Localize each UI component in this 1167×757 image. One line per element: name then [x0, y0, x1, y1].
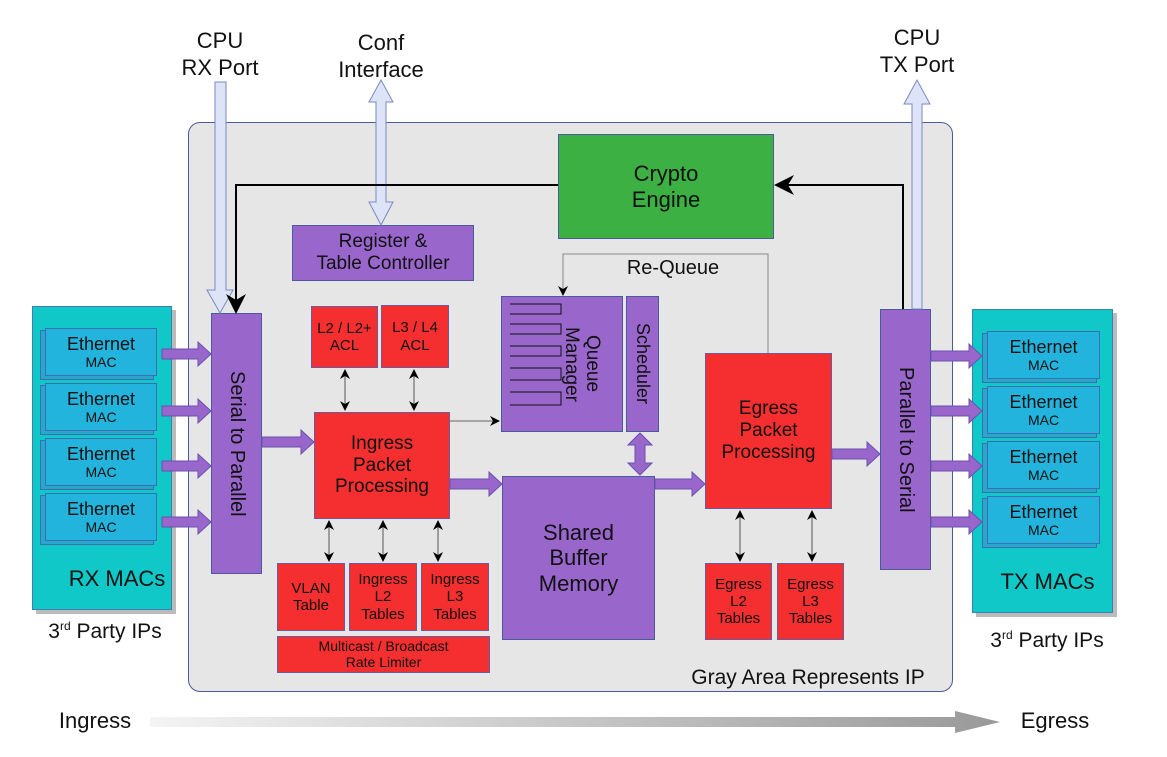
gray-area-note: Gray Area Represents IP [691, 666, 925, 689]
table-access-arrows [324, 369, 817, 562]
tx-third-party-label: 3rd Party IPs [990, 628, 1104, 652]
acl-l2-block: L2 / L2+ACL [311, 306, 378, 368]
cpu-rx-hollow-arrow-icon [206, 81, 234, 315]
purple-flow-arrows [161, 340, 983, 536]
conf-double-arrow-icon [368, 78, 394, 227]
parallel-to-serial-block: Parallel to Serial [880, 309, 931, 570]
register-table-controller: Register &Table Controller [292, 225, 474, 281]
requeue-line [558, 253, 769, 353]
rx-macs-title: RX MACs [68, 565, 166, 591]
flow-start-label: Ingress [58, 708, 132, 733]
requeue-label: Re-Queue [626, 257, 720, 279]
crypto-to-s2p-line [226, 184, 558, 314]
flow-end-label: Egress [1020, 708, 1090, 733]
serial-to-parallel-block: Serial to Parallel [211, 313, 262, 574]
rx-third-party-label: 3rd Party IPs [48, 619, 162, 643]
tx-macs-title: TX MACs [1000, 568, 1095, 594]
p2s-to-crypto-line [774, 175, 904, 309]
ingress-egress-flow-arrow-icon [150, 711, 1000, 733]
cpu-tx-hollow-arrow-icon [903, 78, 931, 310]
scheduler: Scheduler [626, 296, 659, 432]
queue-slots-icon [510, 303, 562, 406]
